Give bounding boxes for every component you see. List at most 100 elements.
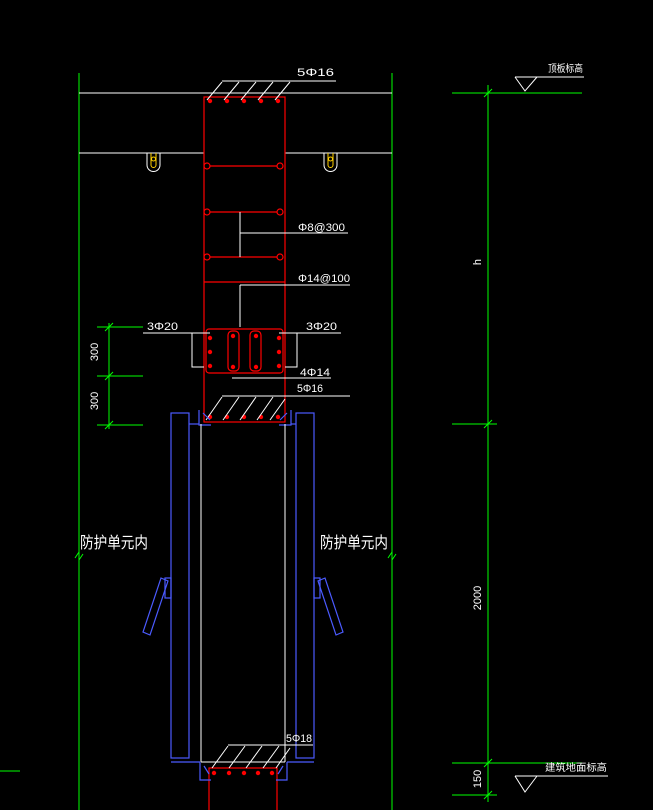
door-frame-left [170, 412, 190, 759]
door-hinge-right [313, 577, 321, 599]
dimension-tick [483, 790, 493, 800]
leader-slash [205, 396, 223, 421]
elevation-triangle [514, 775, 538, 793]
beam: 5Φ16 Φ8@300 Φ14@100 [143, 67, 350, 426]
hook-ring [328, 156, 333, 162]
embedded-part-left [199, 762, 211, 781]
lifting-hook-right [323, 153, 338, 172]
rebar-dot [211, 770, 217, 776]
rebar-dot [226, 770, 232, 776]
dimension-upper-label: 300 [89, 343, 101, 361]
rebar-dot [241, 770, 247, 776]
top-bars-label: 5Φ16 [297, 67, 334, 79]
rebar-dot [207, 349, 213, 355]
ties-leader: Φ14@100 [239, 273, 350, 327]
dimension-tick [104, 420, 114, 430]
elevation-marker-floor: 建筑地面标高 [514, 761, 608, 793]
side-bracket-right [285, 332, 298, 368]
tie-hook [276, 208, 284, 216]
dimension-tick [104, 322, 114, 332]
threshold-rebar-cage [208, 767, 278, 810]
rebar-dot [230, 364, 236, 370]
dimension-tick [483, 88, 493, 98]
rebar-dot [276, 349, 282, 355]
rebar-dot [207, 363, 213, 369]
leader-slash [256, 396, 274, 421]
rebar-dot [276, 335, 282, 341]
leader-slash [211, 745, 229, 769]
bottom-bars [207, 414, 281, 420]
threshold [171, 761, 314, 810]
elevation-floor-label: 建筑地面标高 [545, 761, 607, 774]
right-break-mark [387, 550, 397, 562]
leader-slash [257, 81, 274, 101]
middle-link-right [249, 330, 262, 372]
leader-slash [240, 81, 257, 101]
left-break-mark [74, 550, 84, 562]
roof-slab [79, 92, 392, 154]
rebar-dot [276, 363, 282, 369]
door-hinge-left [164, 577, 172, 599]
threshold-bars-label: 5Φ18 [286, 733, 312, 745]
rebar-dot [275, 414, 281, 420]
left-dimension: 300 300 [89, 322, 143, 430]
leader-slash [262, 745, 280, 769]
hook-inner [327, 153, 334, 168]
door-opening [142, 412, 344, 762]
leader-slash [206, 81, 223, 101]
embedded-part-right [279, 410, 292, 426]
tie-hook [276, 253, 284, 261]
stirrups-label: Φ8@300 [298, 222, 345, 234]
leader-slash [245, 745, 263, 769]
hook-inner [150, 153, 157, 168]
stirrups-leader: Φ8@300 [239, 212, 348, 257]
right-dimension: h 2000 150 [452, 85, 582, 802]
leader-slash [275, 747, 291, 769]
rebar-dot [207, 98, 213, 104]
embedded-part-left [198, 410, 211, 426]
elevation-triangle [514, 76, 538, 92]
embedded-parts-top [189, 410, 296, 426]
side-bars-left-leader: 3Φ20 [143, 321, 210, 334]
hook-outline [323, 153, 338, 172]
ties-label: Φ14@100 [298, 273, 350, 285]
rebar-dot [275, 98, 281, 104]
lifting-hook-left [146, 153, 161, 172]
side-bars-right-label: 3Φ20 [306, 321, 337, 333]
dimension-tick [483, 758, 493, 768]
zone-label-left: 防护单元内 [80, 533, 148, 552]
leader-slash [274, 81, 291, 101]
rebar-dot [224, 98, 230, 104]
rebar-dot [255, 770, 261, 776]
middle-bars-leader: 4Φ14 [232, 367, 331, 379]
leader-slash [239, 396, 257, 421]
middle-zone [191, 328, 298, 374]
rebar-dot [258, 98, 264, 104]
rebar-dot [253, 333, 259, 339]
door-height-label: 2000 [472, 586, 484, 610]
top-bars [207, 98, 281, 104]
beam-height-label: h [472, 259, 484, 265]
side-bars-right-leader: 3Φ20 [279, 321, 341, 334]
tie-hook [203, 208, 211, 216]
middle-link-left [227, 330, 240, 372]
axis-lines [0, 73, 397, 810]
floor-offset-label: 150 [472, 770, 484, 788]
door-leaf-right [317, 577, 344, 636]
hook-outline [146, 153, 161, 172]
dimension-tick [483, 419, 493, 429]
middle-bars-label: 4Φ14 [300, 367, 330, 379]
threshold-bars-leader: 5Φ18 [211, 733, 313, 769]
tie-hook [276, 162, 284, 170]
dimension-tick [104, 371, 114, 381]
rebar-dot [207, 335, 213, 341]
rebar-dot [241, 98, 247, 104]
leader-slash [222, 396, 240, 421]
elevation-marker-top: 顶板标高 [514, 62, 584, 92]
beam-rebar-cage [203, 96, 286, 423]
dimension-lower-label: 300 [89, 392, 101, 410]
tie-hook [203, 162, 211, 170]
embedded-part-right [276, 762, 288, 781]
side-bracket-left [191, 332, 204, 368]
